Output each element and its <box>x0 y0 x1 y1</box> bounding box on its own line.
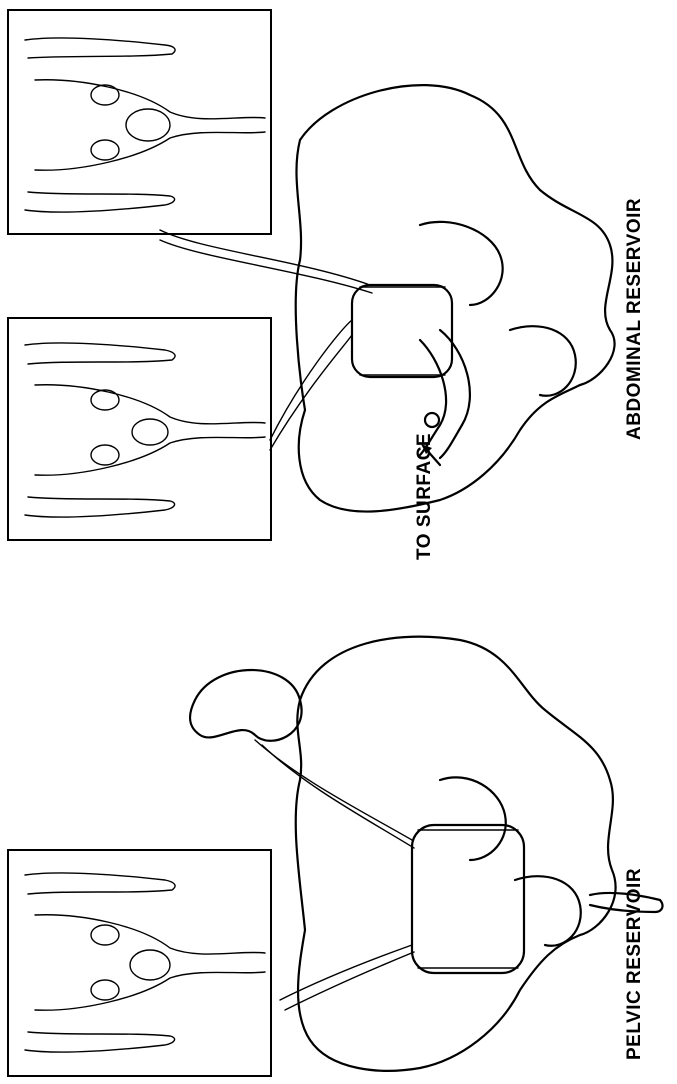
surface-label: TO SURFACE <box>414 433 435 560</box>
inset-body-figure-3 <box>8 850 271 1076</box>
pelvic-reservoir-label: PELVIC RESERVOIR <box>624 868 645 1060</box>
abdominal-reservoir-pouch <box>352 285 470 458</box>
abdominal-reservoir-figure: TO SURFACE ABDOMINAL RESERVOIR <box>8 10 645 560</box>
inset-body-figure-2 <box>8 318 271 540</box>
pelvic-reservoir-figure: PELVIC RESERVOIR <box>8 637 662 1076</box>
abdominal-reservoir-label: ABDOMINAL RESERVOIR <box>624 198 645 440</box>
inset-body-figure-1 <box>8 10 271 234</box>
